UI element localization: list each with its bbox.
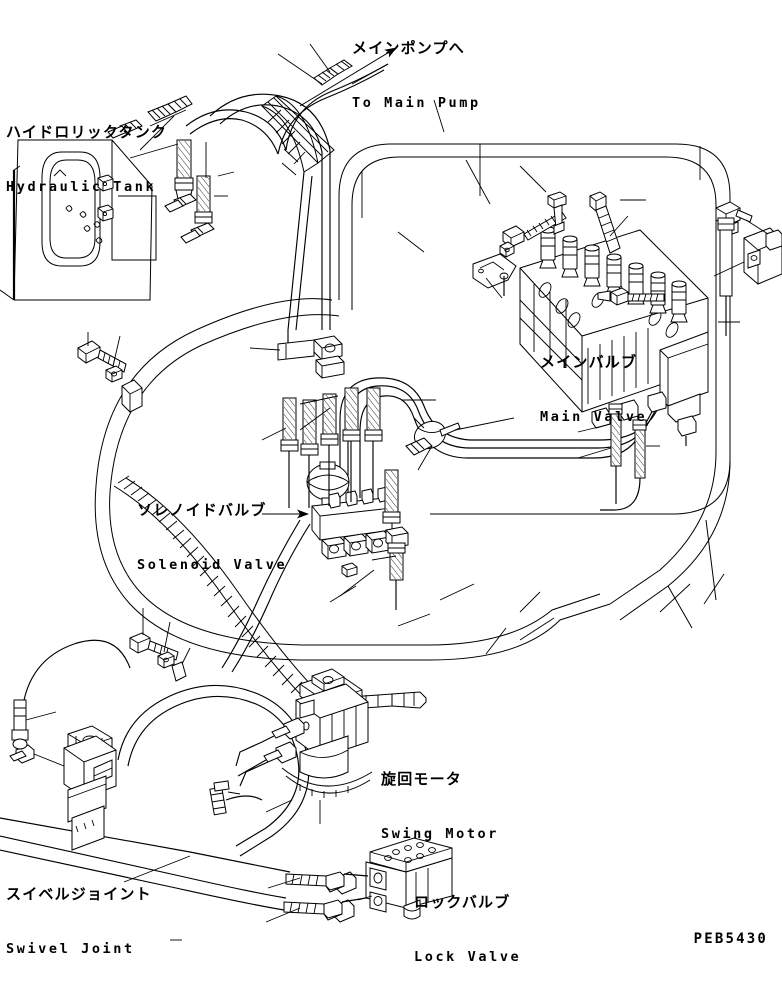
leader-lines bbox=[299, 99, 740, 655]
mounting-bolts-left bbox=[77, 332, 127, 383]
main-pump-connection bbox=[277, 43, 397, 107]
tank-port-fittings bbox=[129, 139, 235, 244]
hose-end-fitting-mid bbox=[209, 780, 241, 816]
main-valve-bolts bbox=[472, 191, 665, 511]
label-swing-motor-jp: 旋回モータ bbox=[381, 770, 463, 788]
center-tee-union bbox=[249, 335, 345, 379]
label-main-valve-en: Main Valve bbox=[540, 409, 648, 426]
label-main-valve-jp: メインバルブ bbox=[540, 353, 638, 371]
label-to-main-pump-jp: メインポンプへ bbox=[352, 39, 465, 57]
label-solenoid-valve-en: Solenoid Valve bbox=[137, 557, 288, 574]
bolt bbox=[589, 191, 621, 254]
solenoid-port-tubes bbox=[261, 387, 436, 610]
label-swivel-joint-en: Swivel Joint bbox=[6, 941, 135, 958]
label-solenoid-valve-jp: ソレノイドバルブ bbox=[137, 501, 267, 519]
solenoid-valve-assembly bbox=[262, 461, 409, 578]
label-main-valve: メインバルブ Main Valve bbox=[540, 316, 647, 445]
bolt bbox=[77, 340, 127, 373]
label-swivel-joint-jp: スイベルジョイント bbox=[6, 885, 152, 903]
long-stud bbox=[608, 403, 623, 504]
label-swing-motor: 旋回モータ Swing Motor bbox=[381, 733, 499, 862]
cap-plug bbox=[547, 191, 567, 235]
label-to-main-pump: メインポンプへ To Main Pump bbox=[352, 2, 481, 131]
label-lock-valve-en: Lock Valve bbox=[414, 949, 522, 966]
label-solenoid-valve: ソレノイドバルブ Solenoid Valve bbox=[137, 464, 287, 593]
right-valve-block bbox=[713, 201, 782, 336]
hose-fitting-pump bbox=[313, 59, 353, 86]
bolts-bottom-left bbox=[129, 608, 191, 682]
washer bbox=[499, 241, 515, 258]
bolt bbox=[597, 287, 665, 306]
lock-valve bbox=[123, 837, 453, 923]
label-hydraulic-tank-en: Hydraulic Tank bbox=[6, 179, 157, 196]
hose-protector-sleeve-left bbox=[113, 475, 319, 701]
diagram-sheet: メインポンプへ To Main Pump ハイドロリックタンク Hydrauli… bbox=[0, 2, 782, 965]
label-lock-valve-jp: ロックバルブ bbox=[414, 893, 511, 911]
long-stud bbox=[600, 419, 647, 511]
label-lock-valve: ロックバルブ Lock Valve bbox=[414, 856, 521, 985]
diagram-drawing bbox=[0, 43, 782, 941]
hose-protector-sleeve-top bbox=[261, 95, 335, 176]
hydraulic-tank bbox=[0, 139, 157, 301]
machine-frame-outline bbox=[94, 143, 731, 661]
mounting-bracket-left bbox=[121, 379, 143, 413]
label-hydraulic-tank-jp: ハイドロリックタンク bbox=[6, 123, 168, 141]
washer bbox=[157, 651, 175, 669]
detail-marks bbox=[170, 799, 293, 941]
drawing-part-number: PEB5430 bbox=[693, 931, 768, 947]
label-swing-motor-en: Swing Motor bbox=[381, 826, 500, 843]
swivel-joint bbox=[9, 699, 117, 851]
main-valve bbox=[519, 226, 709, 446]
hose-clamp-bracket bbox=[472, 253, 517, 296]
tank-hose-fittings bbox=[107, 95, 193, 151]
valve-spool-stack bbox=[539, 226, 688, 323]
washer bbox=[105, 365, 123, 383]
swing-motor bbox=[235, 668, 373, 824]
center-port-fitting bbox=[405, 417, 515, 471]
label-to-main-pump-en: To Main Pump bbox=[352, 95, 481, 112]
label-hydraulic-tank: ハイドロリックタンク Hydraulic Tank bbox=[6, 86, 167, 215]
label-swivel-joint: スイベルジョイント Swivel Joint bbox=[6, 848, 152, 977]
